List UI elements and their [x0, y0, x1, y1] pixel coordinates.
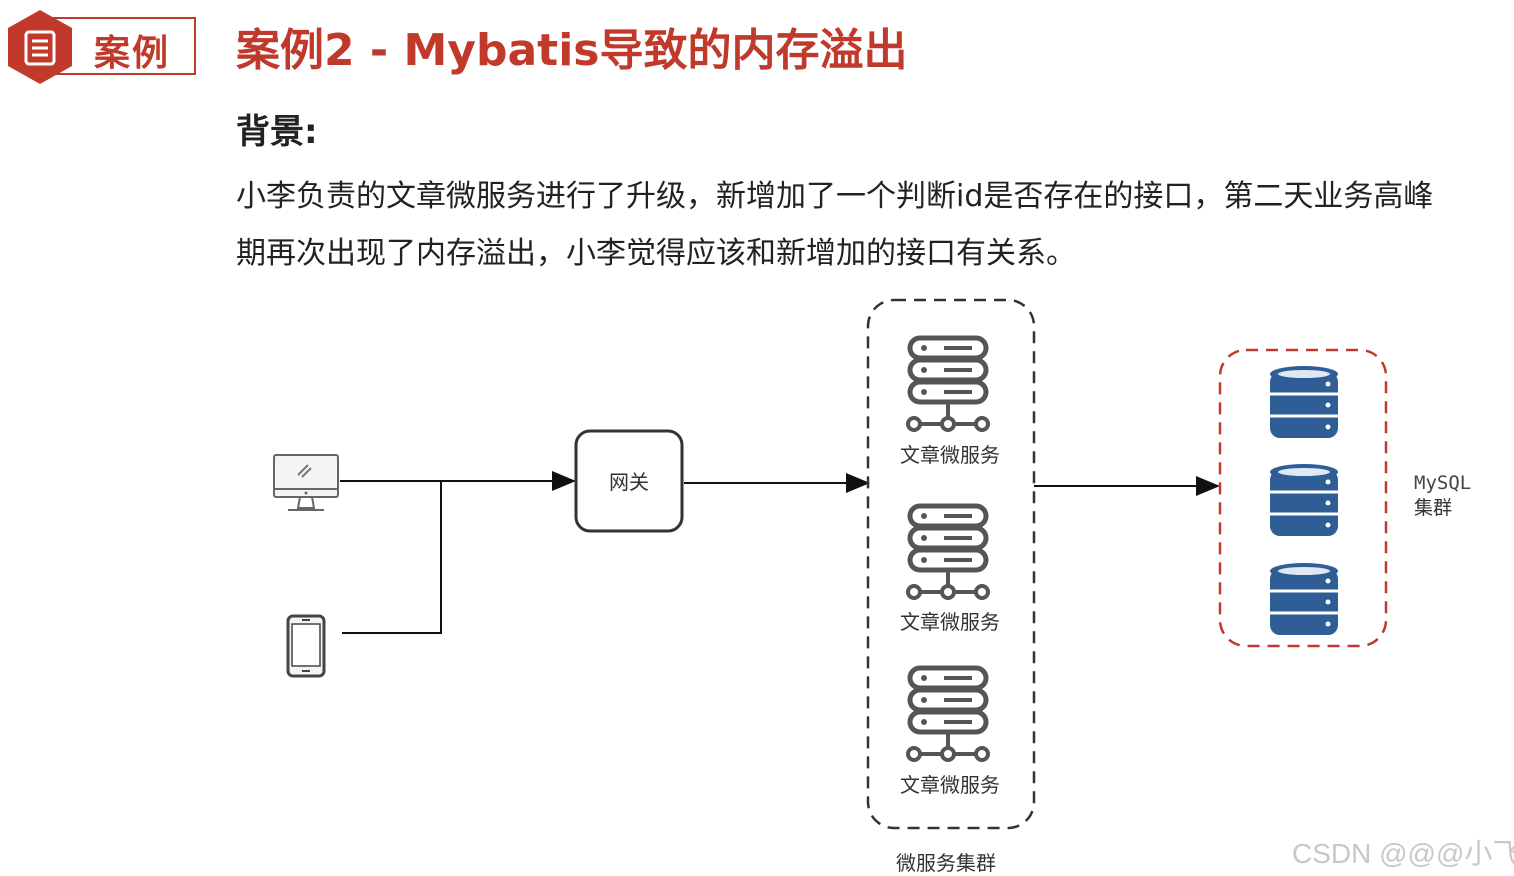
background-paragraph: 小李负责的文章微服务进行了升级，新增加了一个判断id是否存在的接口，第二天业务高… [236, 168, 1514, 282]
database-icon [1268, 462, 1340, 538]
background-heading: 背景: [236, 112, 318, 152]
document-icon [8, 10, 72, 84]
service-cluster-frame [866, 298, 1036, 830]
service-node-2: 文章微服务 [900, 506, 1000, 634]
case-badge: 案例 [8, 10, 196, 84]
service-node-1: 文章微服务 [900, 338, 1000, 467]
gateway-label: 网关 [609, 470, 649, 494]
paragraph-line-1: 小李负责的文章微服务进行了升级，新增加了一个判断id是否存在的接口，第二天业务高… [236, 179, 1434, 214]
page-title: 案例2 - Mybatis导致的内存溢出 [236, 25, 908, 76]
client-connectors [340, 471, 576, 634]
service-label-2: 文章微服务 [900, 610, 1000, 634]
service-cluster-label: 微服务集群 [896, 851, 996, 875]
service-label-1: 文章微服务 [900, 443, 1000, 467]
service-label-3: 文章微服务 [900, 773, 1000, 797]
mysql-cluster-label: 集群 [1414, 497, 1452, 519]
watermark: CSDN @@@小飞 [1292, 838, 1514, 869]
database-icon [1268, 561, 1340, 637]
badge-label: 案例 [94, 33, 171, 74]
server-icon [908, 668, 988, 760]
gateway-box: 网关 [574, 429, 684, 533]
database-icon [1268, 364, 1340, 440]
mobile-phone-icon [286, 614, 326, 678]
server-icon [908, 506, 988, 598]
desktop-computer-icon [273, 454, 339, 511]
service-node-3: 文章微服务 [900, 668, 1000, 797]
paragraph-line-2: 期再次出现了内存溢出，小李觉得应该和新增加的接口有关系。 [236, 236, 1076, 271]
server-icon [908, 338, 988, 430]
mysql-label: MySQL [1414, 472, 1471, 494]
